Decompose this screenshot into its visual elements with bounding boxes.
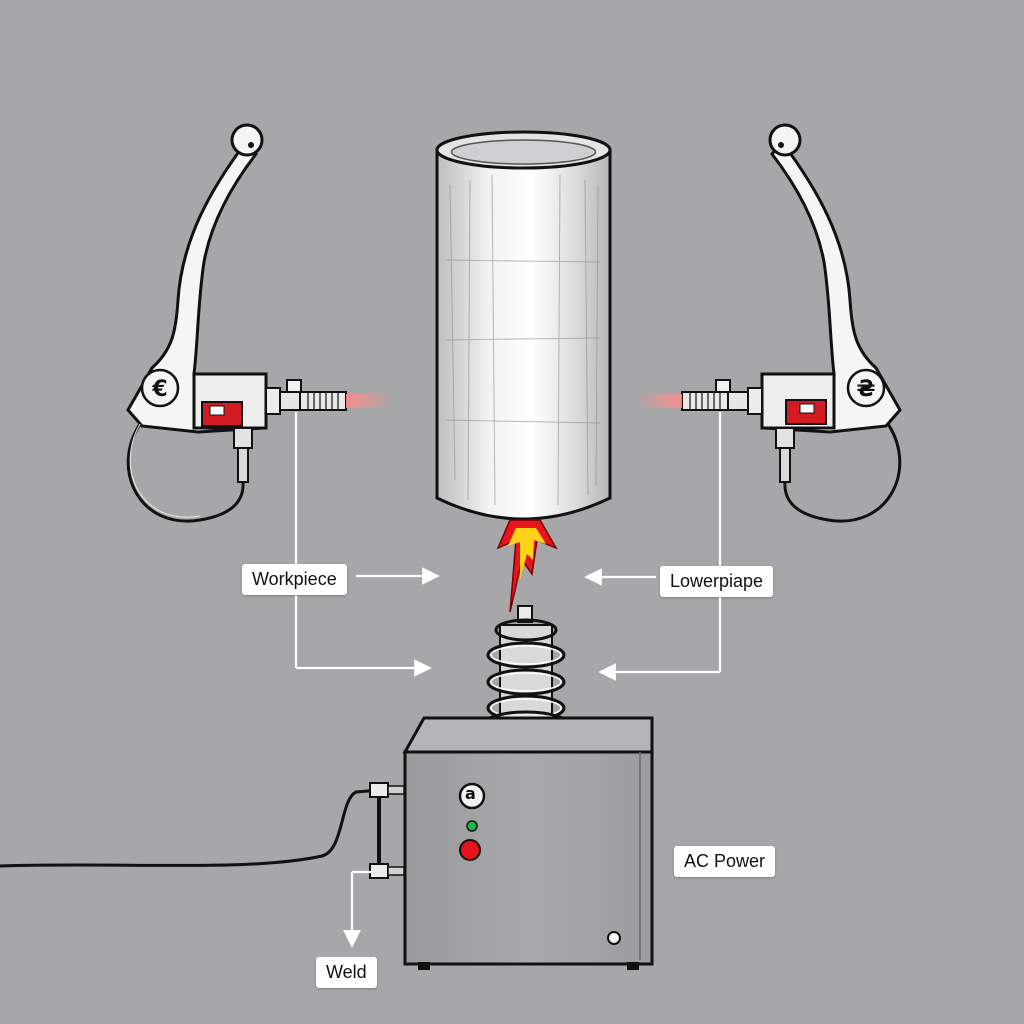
power-cable [0, 782, 405, 879]
red-indicator-light [459, 839, 481, 861]
weld-flame [496, 519, 558, 613]
right-torch-badge: ₴ [857, 377, 876, 402]
right-torch: ₴ [681, 123, 902, 523]
left-laser-beam [346, 394, 392, 408]
label-weld: Weld [316, 957, 377, 988]
green-indicator-light [466, 820, 478, 832]
workpiece-cylinder [435, 130, 612, 521]
connector-lines [294, 412, 722, 948]
power-unit [402, 716, 654, 970]
label-workpiece: Workpiece [242, 564, 347, 595]
label-lowerpipe: Lowerpiape [660, 566, 774, 597]
label-ac-power: AC Power [674, 846, 776, 877]
gauge-glyph: a [465, 784, 476, 803]
left-torch: € [126, 123, 347, 523]
left-torch-badge: € [151, 377, 167, 402]
pressure-gauge-icon [458, 782, 486, 810]
right-laser-beam [636, 394, 682, 408]
power-knob [607, 931, 621, 945]
